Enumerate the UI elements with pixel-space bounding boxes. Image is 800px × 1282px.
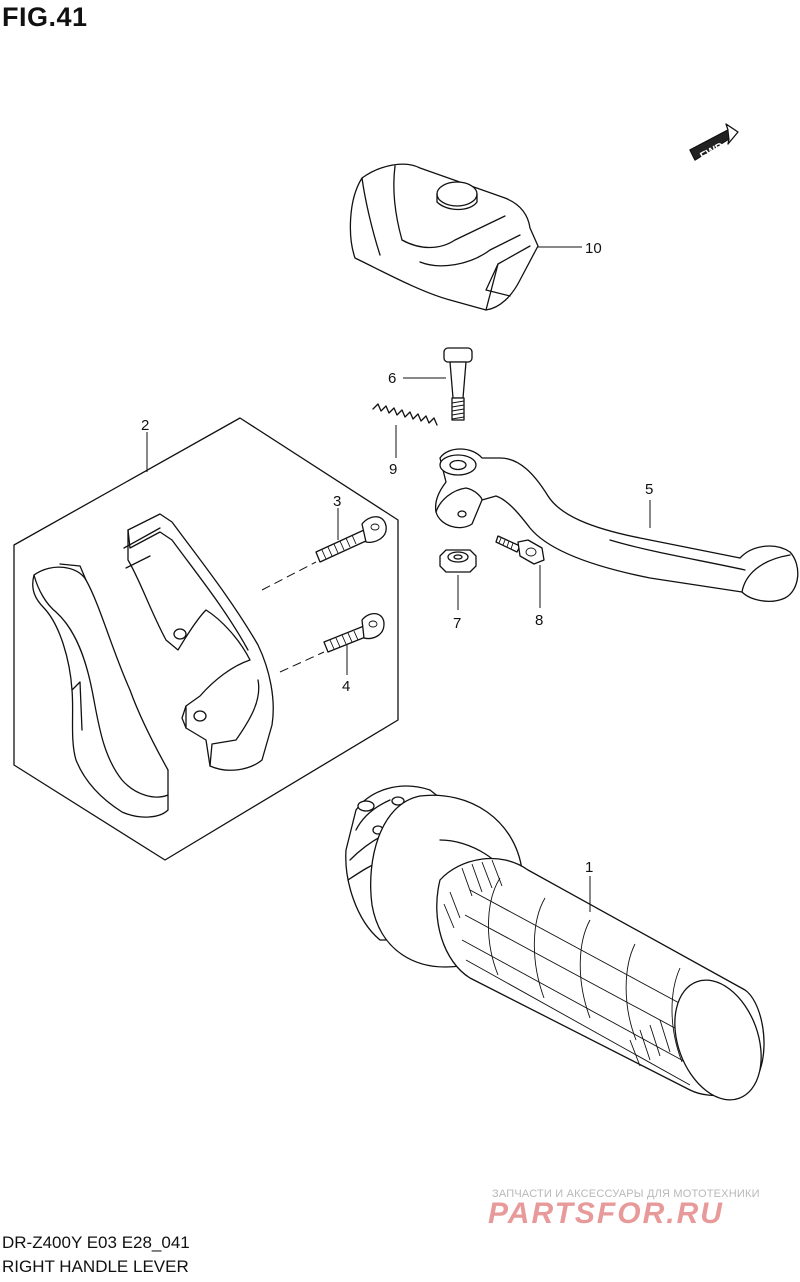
watermark-logo: PARTSFOR.RU: [488, 1197, 724, 1230]
holder-set-box: [13, 417, 399, 861]
throttle-grip-icon: [345, 785, 765, 1101]
fwd-arrow-icon: FWD: [689, 123, 739, 163]
assembly-name: RIGHT HANDLE LEVER: [2, 1257, 189, 1276]
nut-icon: [439, 549, 477, 573]
model-code: DR-Z400Y E03 E28_041: [2, 1233, 190, 1252]
callout-8: 8: [535, 612, 543, 629]
callout-5: 5: [645, 481, 653, 498]
watermark-tagline: ЗАПЧАСТИ И АКСЕССУАРЫ ДЛЯ МОТОТЕХНИКИ: [492, 1188, 760, 1200]
lower-screw-icon: [323, 613, 385, 653]
callout-1: 1: [585, 859, 593, 876]
callout-10: 10: [585, 240, 602, 257]
adjuster-bolt-icon: [495, 535, 545, 565]
callout-3: 3: [333, 493, 341, 510]
figure-title: FIG.41: [2, 2, 88, 32]
lever-cover-icon: [349, 163, 539, 311]
callout-9: 9: [389, 461, 397, 478]
brake-lever-icon: [434, 448, 799, 602]
callout-4: 4: [342, 678, 350, 695]
callout-7: 7: [453, 615, 461, 632]
pivot-bolt-icon: [443, 347, 473, 421]
callout-2: 2: [141, 417, 149, 434]
spring-icon: [372, 403, 438, 426]
upper-screw-icon: [315, 516, 387, 563]
lever-holder-icon: [123, 513, 274, 771]
clamp-half-icon: [32, 563, 169, 818]
callout-6: 6: [388, 370, 396, 387]
